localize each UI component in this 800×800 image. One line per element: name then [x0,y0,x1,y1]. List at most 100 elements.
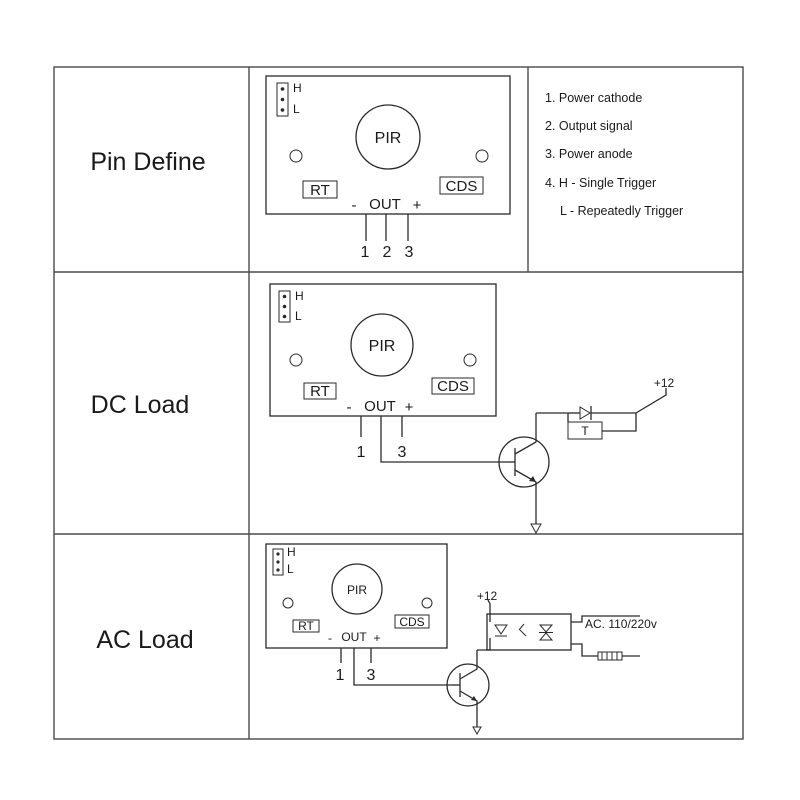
row-title-dc-load: DC Load [91,391,190,419]
jumper-pin [280,87,285,91]
pir-sensor-dome [350,313,414,377]
pin-notes: 1. Power cathode 2. Output signal 3. Pow… [545,91,683,218]
rt-label: RT [298,619,314,633]
emitter-arrow [529,476,536,482]
rt-label: RT [310,182,330,199]
cds-sensor-box [439,176,484,195]
dc-supply-label: +12 [654,376,675,390]
jumper-pin [276,560,280,564]
load-wire [571,643,598,657]
pin-number-1: 1 [357,444,366,461]
row-title-pin-define: Pin Define [90,148,205,176]
jumper-label-l: L [295,309,302,323]
pin-number-1: 1 [361,244,370,261]
jumper-pin [276,568,280,572]
ac-supply-label: +12 [477,589,498,603]
pin-plus-label: + [373,631,380,645]
rt-potentiometer-box [302,180,338,199]
pir-sensor-dome [331,563,383,615]
note-power-anode: 3. Power anode [545,147,633,161]
out-to-base-wire [353,648,452,686]
pin-number-1: 1 [336,667,345,684]
cds-label: CDS [399,615,424,629]
mount-hole-left [289,353,303,367]
jumper-label-l: L [293,102,300,116]
board-dc-load: H L PIR RT CDS - OUT + 1 3 [269,283,497,461]
pin-minus-label: - [328,631,332,645]
pin-minus-label: - [352,197,357,214]
jumper-header [276,82,289,117]
ac-mains-label: AC. 110/220v [585,617,657,631]
collector-to-ssr [477,638,491,651]
pir-label: PIR [375,130,402,147]
pin-number-2: 2 [383,244,392,261]
jumper-label-h: H [295,289,304,303]
mount-hole-right [421,597,433,609]
jumper-label-h: H [287,545,296,559]
note-repeatedly-trigger: L - Repeatedly Trigger [560,204,683,218]
diode-symbol [579,406,591,420]
pin-minus-label: - [347,399,352,416]
ssr-led-symbol [494,624,508,635]
mount-hole-left [289,149,303,163]
pin-out-label: OUT [364,398,396,415]
pir-sensor-dome [355,104,421,170]
ssr-light-ray [519,629,527,637]
jumper-header [278,290,291,323]
jumper-header [272,548,284,576]
table-border [53,66,744,740]
transistor-symbol [498,436,550,488]
board-pin-define: H L PIR RT CDS - OUT + 1 2 3 [265,75,511,261]
board-outline [265,75,511,215]
note-output-signal: 2. Output signal [545,119,633,133]
table-grid [53,66,744,740]
dc-load-circuit: T +12 [380,376,675,535]
note-single-trigger: 4. H - Single Trigger [545,176,656,190]
jumper-pin [280,97,285,102]
board-outline [269,283,497,417]
rt-label: RT [310,383,330,400]
row-title-ac-load: AC Load [96,626,193,654]
jumper-label-l: L [287,562,294,576]
ssr-triac-symbol [538,632,554,641]
board-outline [265,543,448,649]
pin-out-label: OUT [341,630,367,644]
ground-arrow [472,726,482,736]
emitter-arrow [471,696,477,701]
jumper-pin [276,552,280,556]
relay-right-lead [602,413,637,432]
rt-potentiometer-box [292,619,320,633]
transistor-symbol [446,663,490,707]
pin-number-3: 3 [367,667,376,684]
jumper-pin [282,314,287,319]
pin-plus-label: + [405,399,414,416]
transistor-collector [459,650,478,680]
pir-label: PIR [369,338,396,355]
cds-sensor-box [394,614,430,629]
transistor-collector [514,413,537,455]
solid-state-relay-box [486,613,572,651]
ssr-light-ray [518,623,525,631]
ac-load-circuit: +12 AC. 110/220v [353,589,657,736]
transistor-emitter [459,690,478,727]
rt-potentiometer-box [303,382,337,400]
pin-number-3: 3 [398,444,407,461]
jumper-label-h: H [293,81,302,95]
note-power-cathode: 1. Power cathode [545,91,642,105]
mount-hole-left [282,597,294,609]
ground-arrow [530,523,542,535]
cds-label: CDS [437,378,469,395]
cds-label: CDS [446,178,478,195]
pin-out-label: OUT [369,196,401,213]
jumper-pin [282,294,287,299]
pir-label: PIR [347,583,367,597]
relay-label: T [581,424,589,438]
mount-hole-right [475,149,489,163]
pin-number-3: 3 [405,244,414,261]
pin-plus-label: + [413,197,422,214]
ssr-triac-symbol [538,624,554,633]
cds-sensor-box [431,377,475,395]
jumper-pin [282,304,287,309]
jumper-pin [280,108,285,112]
